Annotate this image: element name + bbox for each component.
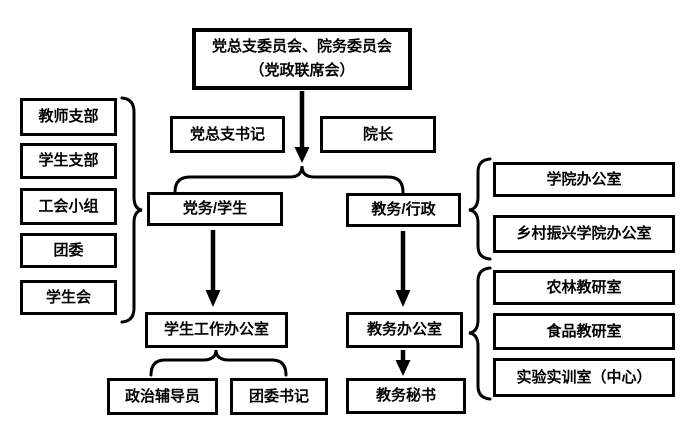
title-line-2: （党政联席会） (249, 62, 355, 79)
brace-admin-group (468, 157, 492, 261)
node-youth-league-committee: 团委 (20, 233, 117, 268)
node-party-general-branch-committee: 党总支委员会、院务委员会 （党政联席会） (192, 28, 412, 90)
brace-split-top (173, 165, 405, 194)
brace-student-office-split (149, 349, 288, 377)
arrow-title-to-split (294, 91, 310, 163)
node-student-affairs-office: 学生工作办公室 (145, 312, 288, 348)
node-branch-academic-admin: 教务/行政 (346, 193, 461, 227)
title-line-1: 党总支委员会、院务委员会 (211, 38, 392, 55)
arrow-office-to-secretary (395, 350, 411, 376)
node-union-group: 工会小组 (20, 188, 117, 225)
arrow-academic-to-office (395, 231, 411, 307)
node-party-branch-secretary: 党总支书记 (170, 116, 285, 153)
node-college-office: 学院办公室 (493, 162, 675, 197)
brace-teaching-group (468, 266, 492, 401)
node-branch-party-student: 党务/学生 (147, 192, 283, 226)
node-academic-secretary: 教务秘书 (346, 378, 466, 414)
brace-left-group (120, 96, 143, 324)
node-agroforestry-teaching-office: 农林教研室 (493, 270, 675, 305)
arrow-party-to-student-office (205, 230, 221, 307)
node-league-secretary: 团委书记 (230, 378, 328, 415)
node-academic-affairs-office: 教务办公室 (346, 312, 463, 348)
node-student-branch: 学生支部 (20, 143, 117, 179)
node-lab-training-center: 实验实训室（中心） (493, 358, 675, 397)
node-teacher-branch: 教师支部 (20, 98, 117, 136)
node-dean: 院长 (320, 116, 436, 153)
node-food-teaching-office: 食品教研室 (493, 313, 675, 350)
node-rural-revitalization-office: 乡村振兴学院办公室 (493, 215, 675, 253)
node-student-union: 学生会 (20, 280, 117, 315)
node-political-counselor: 政治辅导员 (107, 378, 218, 415)
